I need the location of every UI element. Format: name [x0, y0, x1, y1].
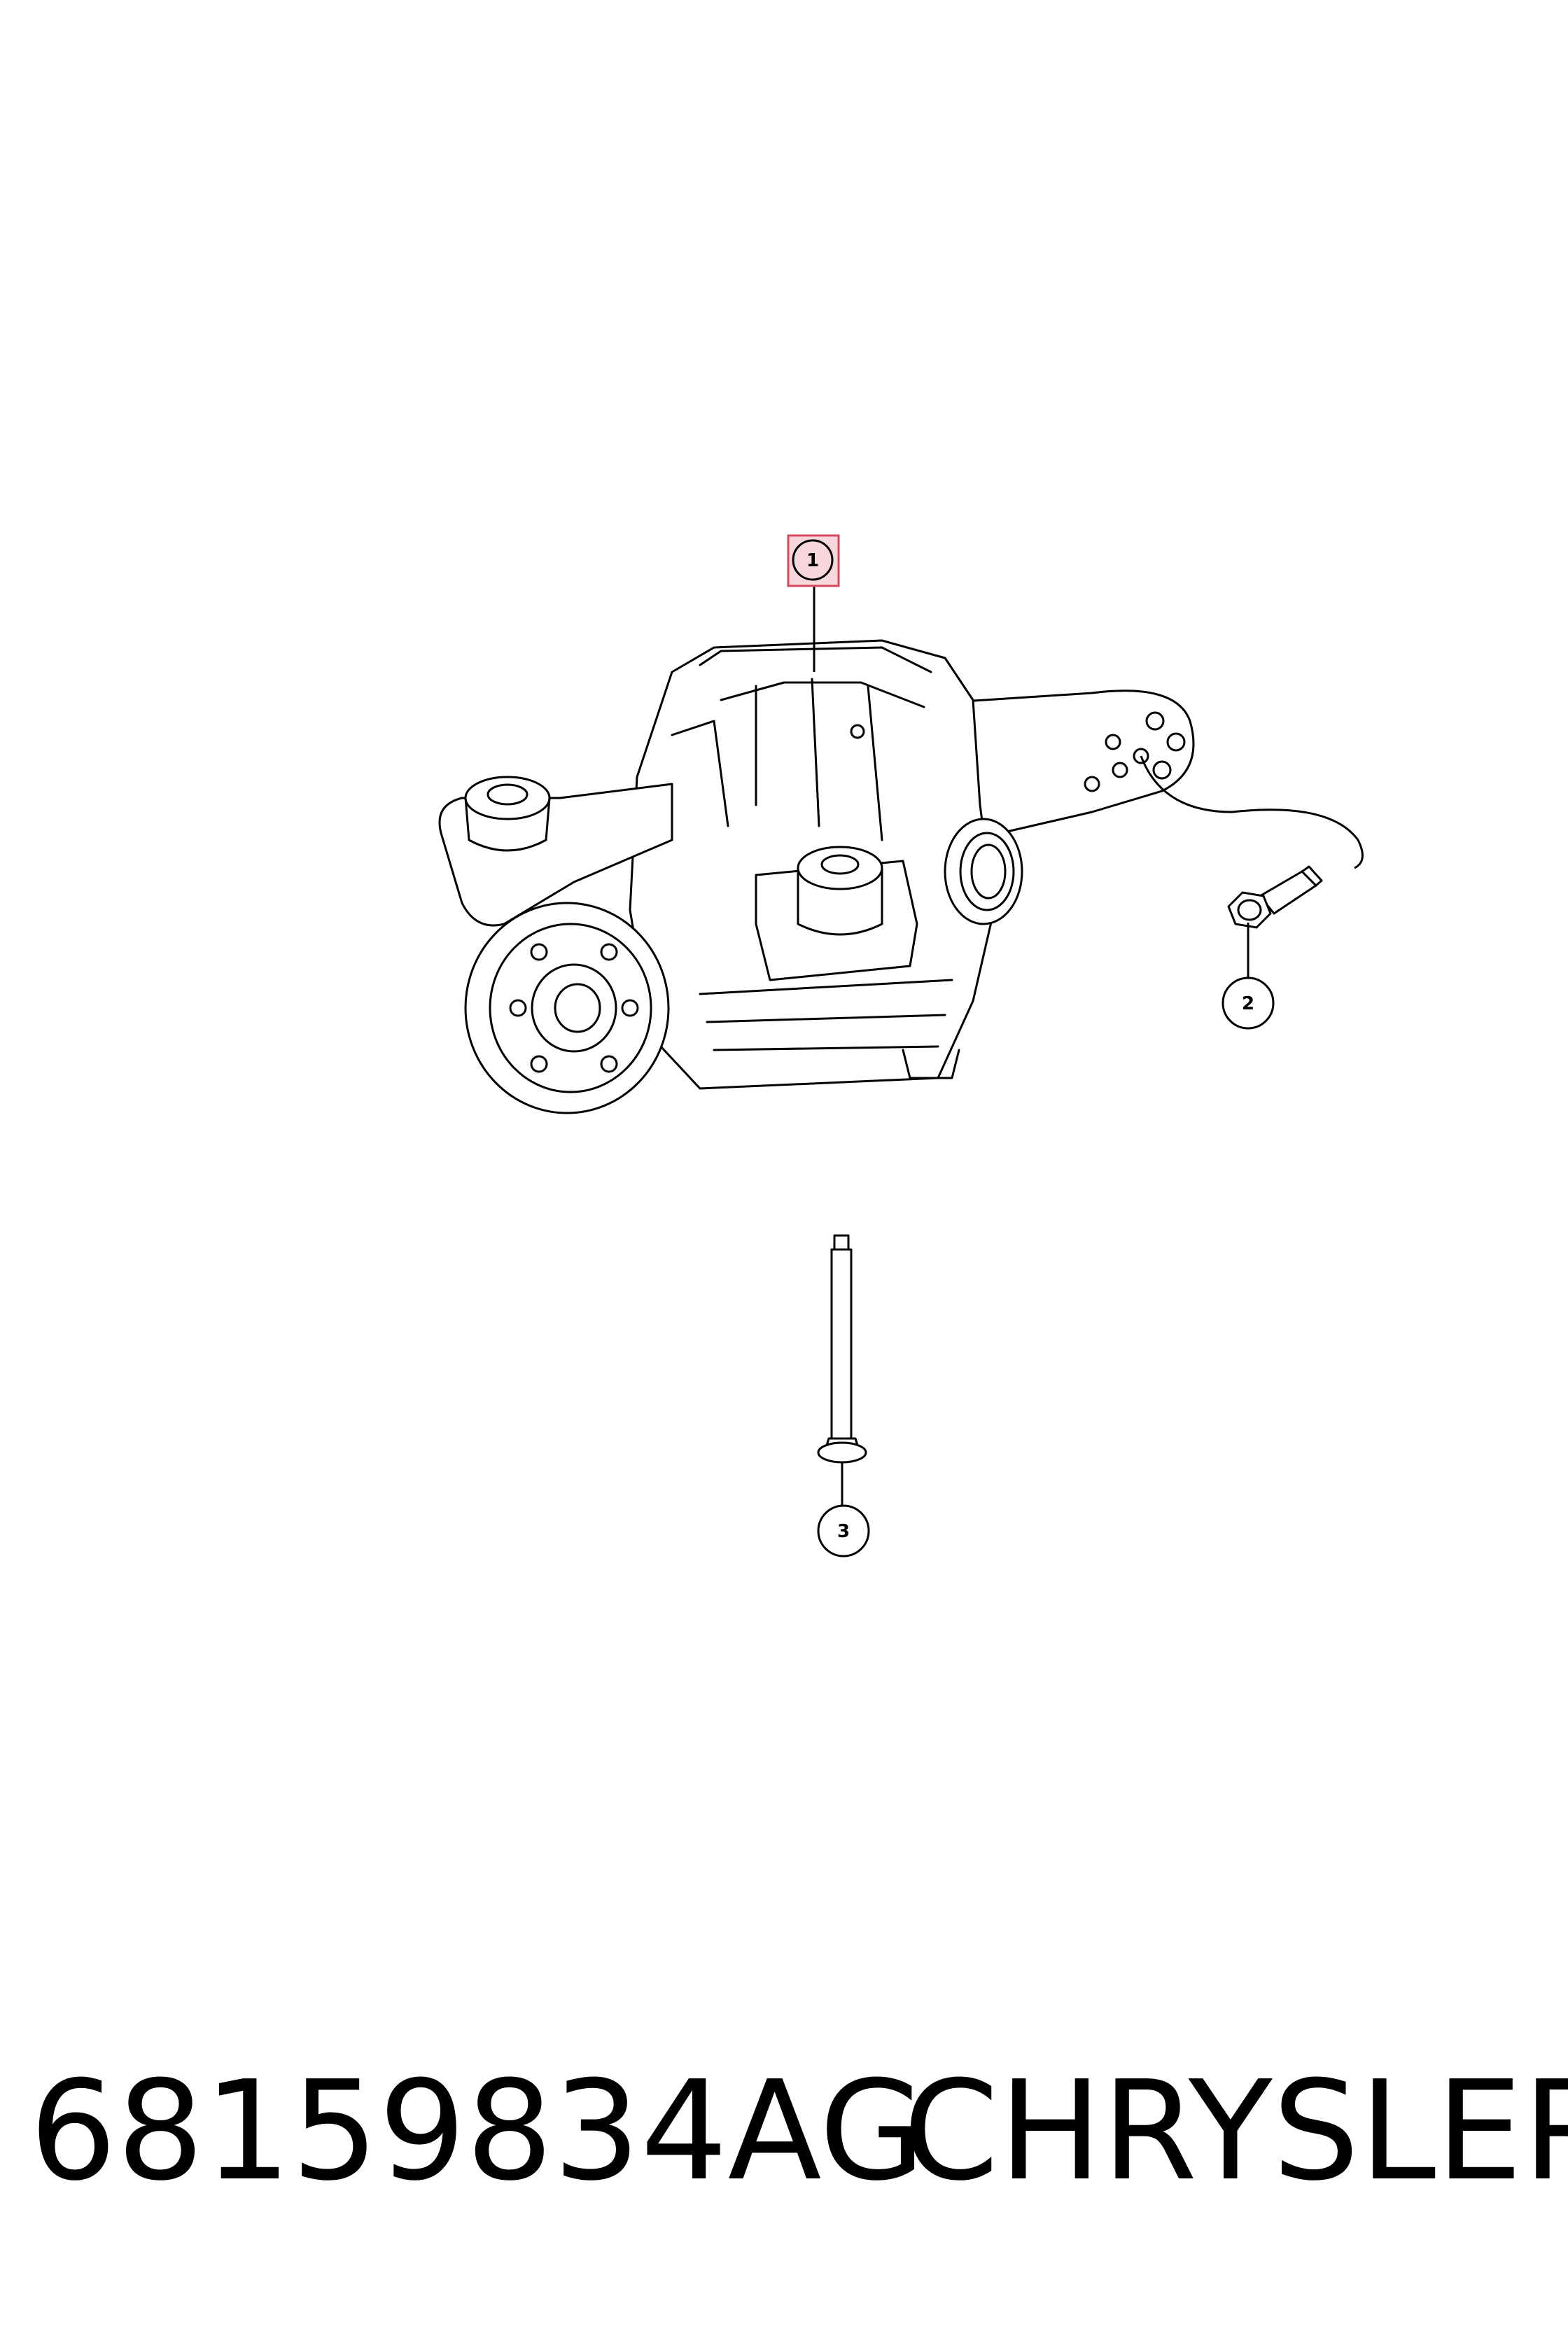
- bolt-part-3: [817, 1234, 867, 1464]
- bolt-part-2: [1227, 865, 1323, 929]
- callout-1-label: 1: [806, 550, 819, 571]
- callout-2-label: 2: [1242, 993, 1254, 1014]
- callout-1[interactable]: 1: [787, 534, 840, 672]
- rear-differential-assembly: [438, 639, 1195, 1114]
- callout-3-label: 3: [837, 1521, 850, 1542]
- callout-2[interactable]: 2: [1222, 923, 1275, 1030]
- brand-name: CHRYSLER: [903, 2052, 1568, 2211]
- harness-wire: [1140, 755, 1364, 869]
- callout-3[interactable]: 3: [817, 1462, 870, 1558]
- footer: 68159834AG CHRYSLER: [0, 2051, 1568, 2212]
- part-number: 68159834AG: [29, 2052, 926, 2211]
